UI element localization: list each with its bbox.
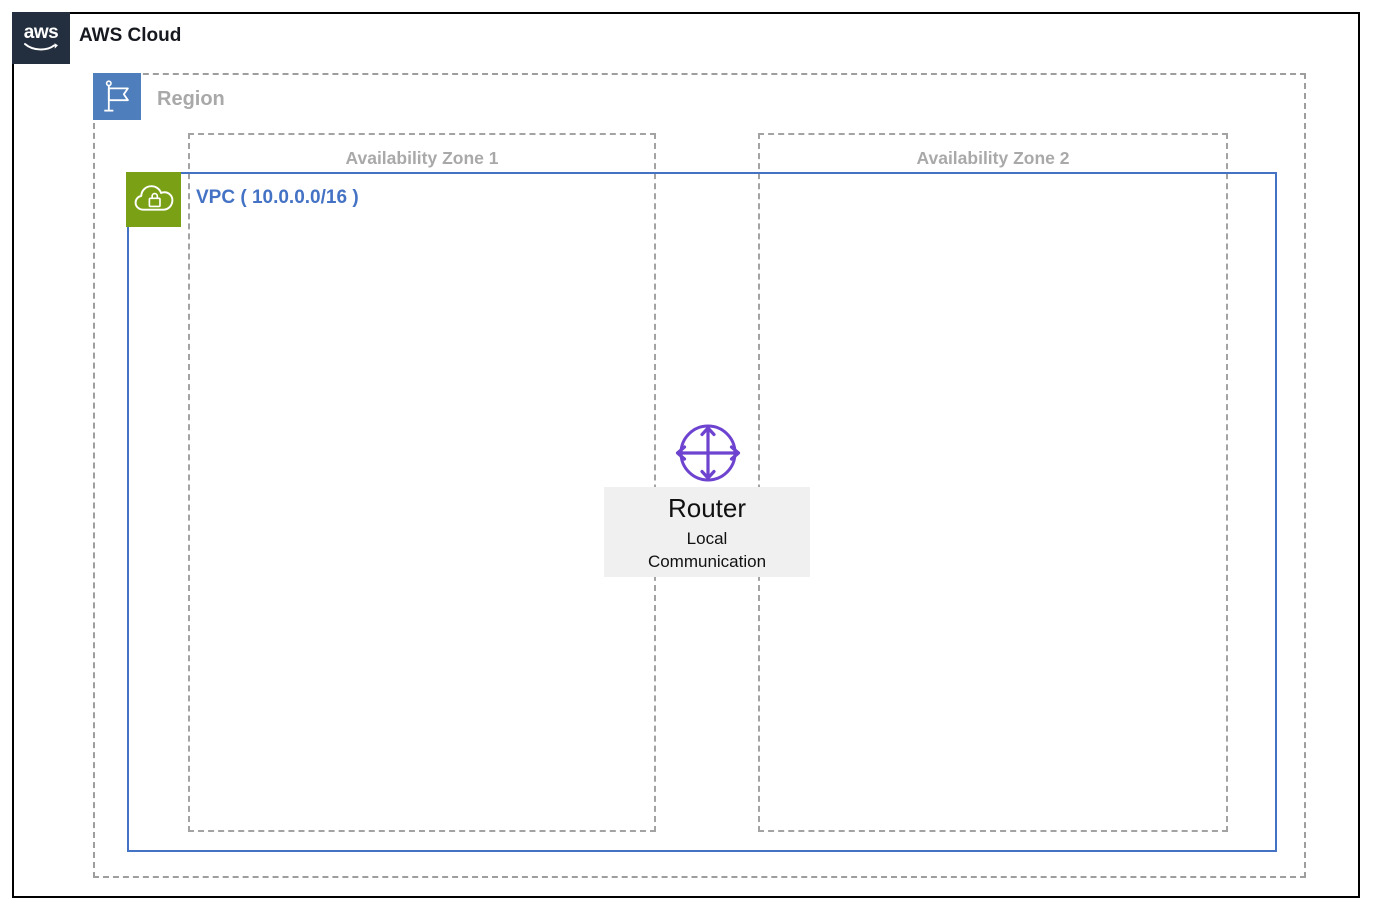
aws-logo-text: aws	[23, 21, 59, 43]
region-label: Region	[157, 88, 225, 110]
availability-zone-2-label: Availability Zone 2	[916, 148, 1070, 168]
router-subtitle: Local Communication	[647, 529, 767, 571]
router-title: Router	[667, 493, 747, 523]
vpc-group-border	[127, 172, 1277, 852]
aws-smile-logo-icon: aws	[12, 12, 70, 64]
vpc-label: VPC ( 10.0.0.0/16 )	[196, 187, 359, 208]
availability-zone-2-group: Availability Zone 2	[758, 133, 1228, 832]
region-flag-icon	[93, 73, 141, 120]
availability-zone-1-label: Availability Zone 1	[345, 148, 499, 168]
region-group-border	[93, 73, 1306, 878]
aws-smile-swoosh	[24, 42, 58, 50]
vpc-cloud-lock-icon	[126, 172, 181, 227]
aws-cloud-label: AWS Cloud	[79, 25, 182, 46]
router-crossed-arrows-icon	[675, 424, 741, 482]
availability-zone-1-group: Availability Zone 1	[188, 133, 656, 832]
router-label-box: Router Local Communication	[604, 487, 810, 577]
aws-cloud-group-border	[12, 12, 1360, 898]
